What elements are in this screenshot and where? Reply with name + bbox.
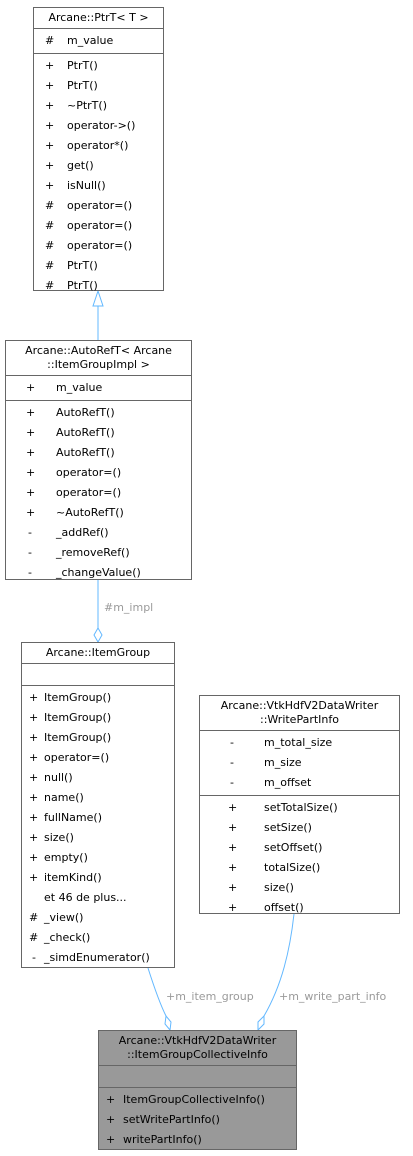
item-group-link-line xyxy=(147,967,167,1017)
attribute-row: -m_size xyxy=(230,756,302,769)
method-row: +itemKind() xyxy=(29,871,102,884)
method-row: #_check() xyxy=(29,931,91,944)
method-row: +~PtrT() xyxy=(45,99,107,112)
class-ptrt[interactable]: Arcane::PtrT< T > #m_value +PtrT() +PtrT… xyxy=(33,7,164,292)
impl-link-diamond xyxy=(93,626,103,644)
method-row: #PtrT() xyxy=(45,259,98,272)
item-group-link-diamond xyxy=(164,1014,172,1032)
method-row: +AutoRefT() xyxy=(26,446,115,459)
method-row: +empty() xyxy=(29,851,88,864)
methods-section: +PtrT() +PtrT() +~PtrT() +operator->() +… xyxy=(34,54,163,298)
method-row: +isNull() xyxy=(45,179,106,192)
method-row: -_addRef() xyxy=(28,526,109,539)
method-row: #PtrT() xyxy=(45,279,98,292)
more-members-row: et 46 de plus... xyxy=(44,891,127,904)
method-row: +get() xyxy=(45,159,94,172)
method-row: #_view() xyxy=(29,911,84,924)
methods-section: +setTotalSize() +setSize() +setOffset() … xyxy=(200,796,399,920)
method-row: +offset() xyxy=(228,901,304,914)
method-row: +ItemGroup() xyxy=(29,731,112,744)
method-row: +AutoRefT() xyxy=(26,426,115,439)
method-row: +totalSize() xyxy=(228,861,321,874)
method-row: +operator=() xyxy=(26,466,122,479)
method-row: +writePartInfo() xyxy=(106,1133,202,1146)
method-row: +setOffset() xyxy=(228,841,323,854)
attributes-section: +m_value xyxy=(6,376,191,401)
class-title-line2: ::ItemGroupImpl > xyxy=(47,358,150,371)
attribute-row: +m_value xyxy=(26,381,103,394)
class-itemgroupcollectiveinfo[interactable]: Arcane::VtkHdfV2DataWriter ::ItemGroupCo… xyxy=(98,1030,297,1150)
attribute-row: -m_total_size xyxy=(230,736,333,749)
class-writepartinfo[interactable]: Arcane::VtkHdfV2DataWriter ::WritePartIn… xyxy=(199,695,400,914)
method-row: +setTotalSize() xyxy=(228,801,338,814)
method-row: +operator=() xyxy=(26,486,122,499)
class-title-line1: Arcane::AutoRefT< Arcane xyxy=(25,344,172,357)
write-part-info-edge-label: +m_write_part_info xyxy=(279,990,387,1003)
attribute-row: -m_offset xyxy=(230,776,312,789)
class-title: Arcane::AutoRefT< Arcane ::ItemGroupImpl… xyxy=(6,341,191,376)
method-row: +ItemGroup() xyxy=(29,691,112,704)
method-row: +operator=() xyxy=(29,751,110,764)
method-row: +operator->() xyxy=(45,119,136,132)
class-itemgroup[interactable]: Arcane::ItemGroup +ItemGroup() +ItemGrou… xyxy=(21,642,175,968)
attributes-section-empty xyxy=(22,664,174,686)
class-title-line1: Arcane::VtkHdfV2DataWriter xyxy=(118,1034,277,1047)
methods-section: +ItemGroup() +ItemGroup() +ItemGroup() +… xyxy=(22,686,174,970)
method-row: #operator=() xyxy=(45,239,133,252)
method-row: +AutoRefT() xyxy=(26,406,115,419)
class-title: Arcane::VtkHdfV2DataWriter ::WritePartIn… xyxy=(200,696,399,731)
attributes-section: -m_total_size -m_size -m_offset xyxy=(200,731,399,796)
method-row: +size() xyxy=(29,831,74,844)
method-row: +~AutoRefT() xyxy=(26,506,124,519)
methods-section: +AutoRefT() +AutoRefT() +AutoRefT() +ope… xyxy=(6,401,191,585)
attribute-row: #m_value xyxy=(45,34,114,47)
method-row: +ItemGroupCollectiveInfo() xyxy=(106,1093,265,1106)
class-title-line1: Arcane::VtkHdfV2DataWriter xyxy=(220,699,379,712)
impl-edge-label: #m_impl xyxy=(104,601,154,614)
method-row: +null() xyxy=(29,771,73,784)
class-autoreft[interactable]: Arcane::AutoRefT< Arcane ::ItemGroupImpl… xyxy=(5,340,192,580)
class-title: Arcane::PtrT< T > xyxy=(34,8,163,29)
class-title-line2: ::WritePartInfo xyxy=(260,713,339,726)
item-group-edge-label: +m_item_group xyxy=(166,990,254,1003)
attributes-section-empty xyxy=(99,1066,296,1088)
method-row: +size() xyxy=(228,881,294,894)
class-title-line2: ::ItemGroupCollectiveInfo xyxy=(127,1048,268,1061)
class-title: Arcane::ItemGroup xyxy=(22,643,174,664)
method-row: #operator=() xyxy=(45,199,133,212)
write-part-link-line xyxy=(263,913,295,1017)
inheritance-arrowhead xyxy=(92,289,104,307)
method-row: -_changeValue() xyxy=(28,566,141,579)
attributes-section: #m_value xyxy=(34,29,163,54)
method-row: +setSize() xyxy=(228,821,312,834)
method-row: +PtrT() xyxy=(45,59,98,72)
methods-section: +ItemGroupCollectiveInfo() +setWritePart… xyxy=(99,1088,296,1152)
method-row: +setWritePartInfo() xyxy=(106,1113,220,1126)
method-row: +fullName() xyxy=(29,811,102,824)
method-row: +name() xyxy=(29,791,84,804)
method-row: #operator=() xyxy=(45,219,133,232)
method-row: -_removeRef() xyxy=(28,546,130,559)
class-title: Arcane::VtkHdfV2DataWriter ::ItemGroupCo… xyxy=(99,1031,296,1066)
method-row: +PtrT() xyxy=(45,79,98,92)
method-row: +ItemGroup() xyxy=(29,711,112,724)
write-part-link-diamond xyxy=(257,1014,265,1032)
method-row: -_simdEnumerator() xyxy=(32,951,150,964)
method-row: +operator*() xyxy=(45,139,129,152)
